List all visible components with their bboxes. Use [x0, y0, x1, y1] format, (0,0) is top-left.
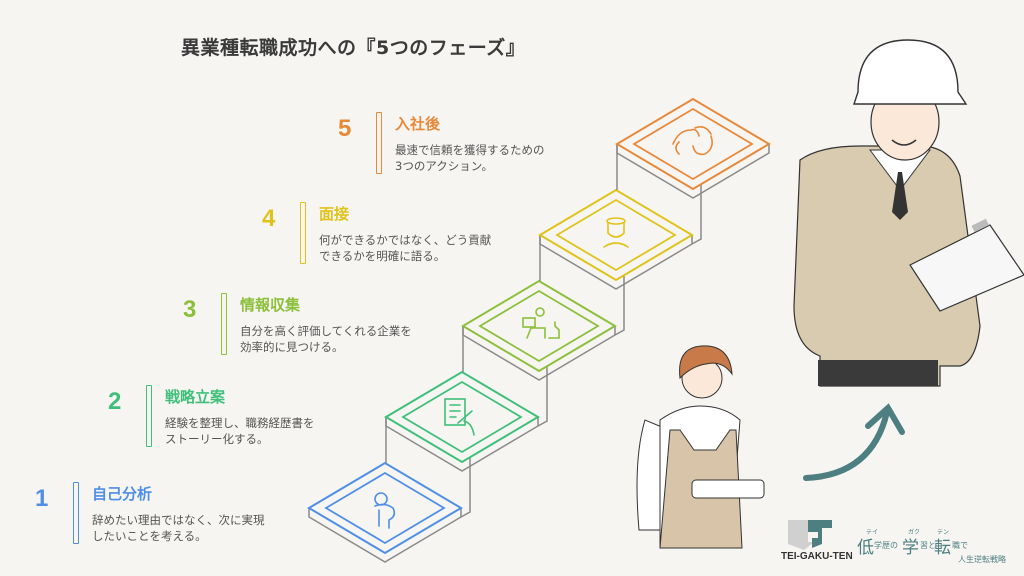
- phase-bar: [146, 385, 152, 447]
- helmet: [853, 39, 968, 105]
- laptop: [522, 317, 536, 328]
- phase-desc: 最速で信頼を獲得するための 3つのアクション。: [395, 142, 545, 174]
- logo-t: [788, 520, 814, 550]
- ruby: テイ: [866, 529, 879, 536]
- phase-bar: [300, 202, 306, 264]
- step-3: [461, 241, 625, 381]
- step-top: [307, 461, 463, 555]
- step-top: [538, 188, 694, 282]
- pen: [449, 404, 475, 436]
- curved-arrow-icon: [803, 403, 905, 481]
- tagline-kanji: 転: [934, 538, 951, 558]
- clipboard: [909, 224, 1024, 312]
- desc-line: 効率的に見つける。: [240, 340, 344, 354]
- phase-bar: [73, 482, 79, 544]
- person-icon: [374, 492, 396, 529]
- logo-g: [808, 520, 832, 548]
- tagline-text: 職で: [952, 541, 968, 550]
- arrow-head: [865, 403, 905, 435]
- phase-desc: 辞めたい理由ではなく、次に実現したいことを考える。: [92, 512, 265, 544]
- phase-number: 2: [108, 388, 122, 415]
- step-inner: [401, 380, 523, 454]
- phase-name: 戦略立案: [165, 388, 226, 406]
- pants: [818, 360, 938, 386]
- document-pen-icon: [444, 398, 475, 436]
- tie: [892, 172, 908, 220]
- phase-desc: 経験を整理し、職務経歴書をストーリー化する。: [165, 415, 315, 447]
- phase-number: 3: [183, 296, 197, 323]
- step-inner: [632, 107, 754, 181]
- apprentice-illustration: [636, 345, 765, 549]
- tagline-text: 習と: [920, 541, 936, 550]
- desc-line: 自分を高く評価してくれる企業を: [240, 324, 412, 338]
- tagline-kanji: 低: [857, 538, 874, 558]
- phase-name: 入社後: [395, 115, 441, 133]
- paper: [444, 398, 466, 426]
- tagline-sub: 人生逆転戦略: [958, 555, 1006, 564]
- step-top: [615, 97, 771, 191]
- phase-desc: 自分を高く評価してくれる企業を効率的に見つける。: [240, 323, 412, 355]
- phase-name: 面接: [319, 205, 350, 223]
- phase-number: 4: [262, 205, 276, 232]
- page-title: 異業種転職成功への『5つのフェーズ』: [181, 37, 526, 59]
- desc-line: 辞めたい理由ではなく、次に実現: [92, 513, 265, 527]
- phase-name: 自己分析: [92, 485, 153, 503]
- tagline-kanji: 学: [902, 538, 919, 558]
- phase-bar: [221, 293, 227, 355]
- hair: [679, 345, 733, 380]
- step-side: [308, 508, 462, 563]
- desc-line: したいことを考える。: [92, 529, 207, 543]
- logo-name: TEI-GAKU-TEN: [781, 551, 853, 562]
- step-1: [307, 423, 471, 563]
- step-inner: [555, 198, 677, 272]
- towels: [691, 479, 765, 499]
- step-top: [384, 370, 540, 464]
- step-5: [615, 97, 771, 199]
- step-inner: [324, 471, 446, 545]
- hat: [606, 217, 626, 225]
- desk: [526, 321, 560, 339]
- body: [374, 503, 396, 529]
- clipboard-clip: [971, 218, 989, 233]
- desc-line: 経験を整理し、職務経歴書を: [165, 416, 315, 430]
- phase-bar: [376, 112, 382, 174]
- desc-line: 何ができるかではなく、どう貢献: [319, 233, 492, 247]
- arrow-shaft: [803, 409, 890, 481]
- step-4: [538, 150, 702, 290]
- desc-line: 最速で信頼を獲得するための: [395, 143, 545, 157]
- phase-desc: 何ができるかではなく、どう貢献できるかを明確に語る。: [319, 232, 491, 264]
- phase-name: 情報収集: [240, 296, 301, 314]
- logo-mark: [788, 520, 832, 550]
- ruby: ガク: [908, 529, 921, 536]
- handshake-icon: [672, 126, 713, 156]
- jacket: [793, 145, 981, 387]
- face: [603, 222, 629, 248]
- desc-line: ストーリー化する。: [165, 432, 269, 446]
- smile: [891, 139, 917, 146]
- phase-number: 5: [338, 115, 352, 142]
- step-inner: [478, 289, 600, 363]
- interviewer-icon: [603, 217, 629, 248]
- head: [535, 307, 545, 317]
- desc-line: できるかを明確に語る。: [319, 249, 446, 263]
- worker-illustration: [793, 39, 1024, 387]
- step-top: [461, 279, 617, 373]
- desc-line: 3つのアクション。: [395, 159, 494, 173]
- hands: [672, 126, 713, 156]
- phase-number: 1: [35, 485, 49, 512]
- ruby: テン: [937, 529, 950, 536]
- tagline-text: 学歴の: [874, 541, 898, 550]
- laptop-person-icon: [522, 307, 560, 339]
